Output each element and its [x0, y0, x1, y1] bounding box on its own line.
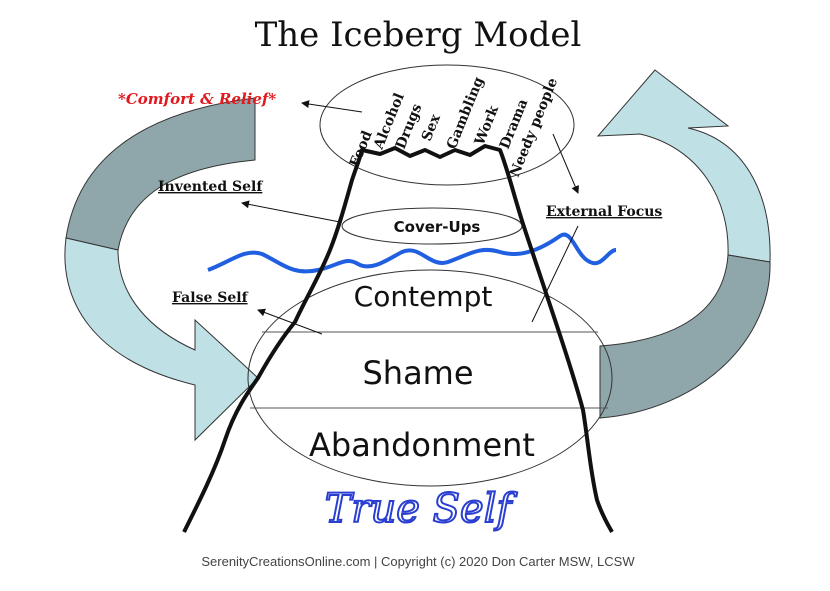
tip-items: Food Alcohol Drugs Sex Gambling Work Dra…: [347, 75, 561, 180]
comfort-relief-label: *Comfort & Relief*: [118, 90, 276, 108]
invented-self-label: Invented Self: [158, 179, 263, 195]
layer-abandonment: Abandonment: [309, 426, 535, 464]
external-focus-label: External Focus: [546, 204, 662, 220]
arrow-to-false-self: [257, 308, 323, 335]
arrow-to-invented-self: [241, 200, 341, 223]
diagram-title: The Iceberg Model: [255, 15, 582, 55]
copyright-footer: SerenityCreationsOnline.com | Copyright …: [201, 554, 635, 569]
layer-contempt: Contempt: [354, 280, 493, 313]
cover-ups-label: Cover-Ups: [394, 218, 481, 236]
tip-ellipse: [319, 64, 575, 186]
water-line: [207, 232, 617, 274]
arrow-to-comfort: [301, 100, 363, 113]
tip-item: Sex: [419, 112, 444, 144]
tip-item: Food: [347, 128, 376, 169]
left-cycle-arrow: [64, 97, 259, 442]
false-self-label: False Self: [172, 290, 249, 306]
line-contempt-to-external: [531, 225, 579, 323]
right-cycle-arrow: [596, 69, 771, 419]
hidden-layers-ellipse: [247, 269, 613, 487]
layer-shame: Shame: [362, 354, 473, 392]
arrow-to-external-focus: [552, 133, 579, 194]
iceberg-outline: [182, 144, 614, 533]
true-self-label: True Self: [325, 486, 518, 532]
